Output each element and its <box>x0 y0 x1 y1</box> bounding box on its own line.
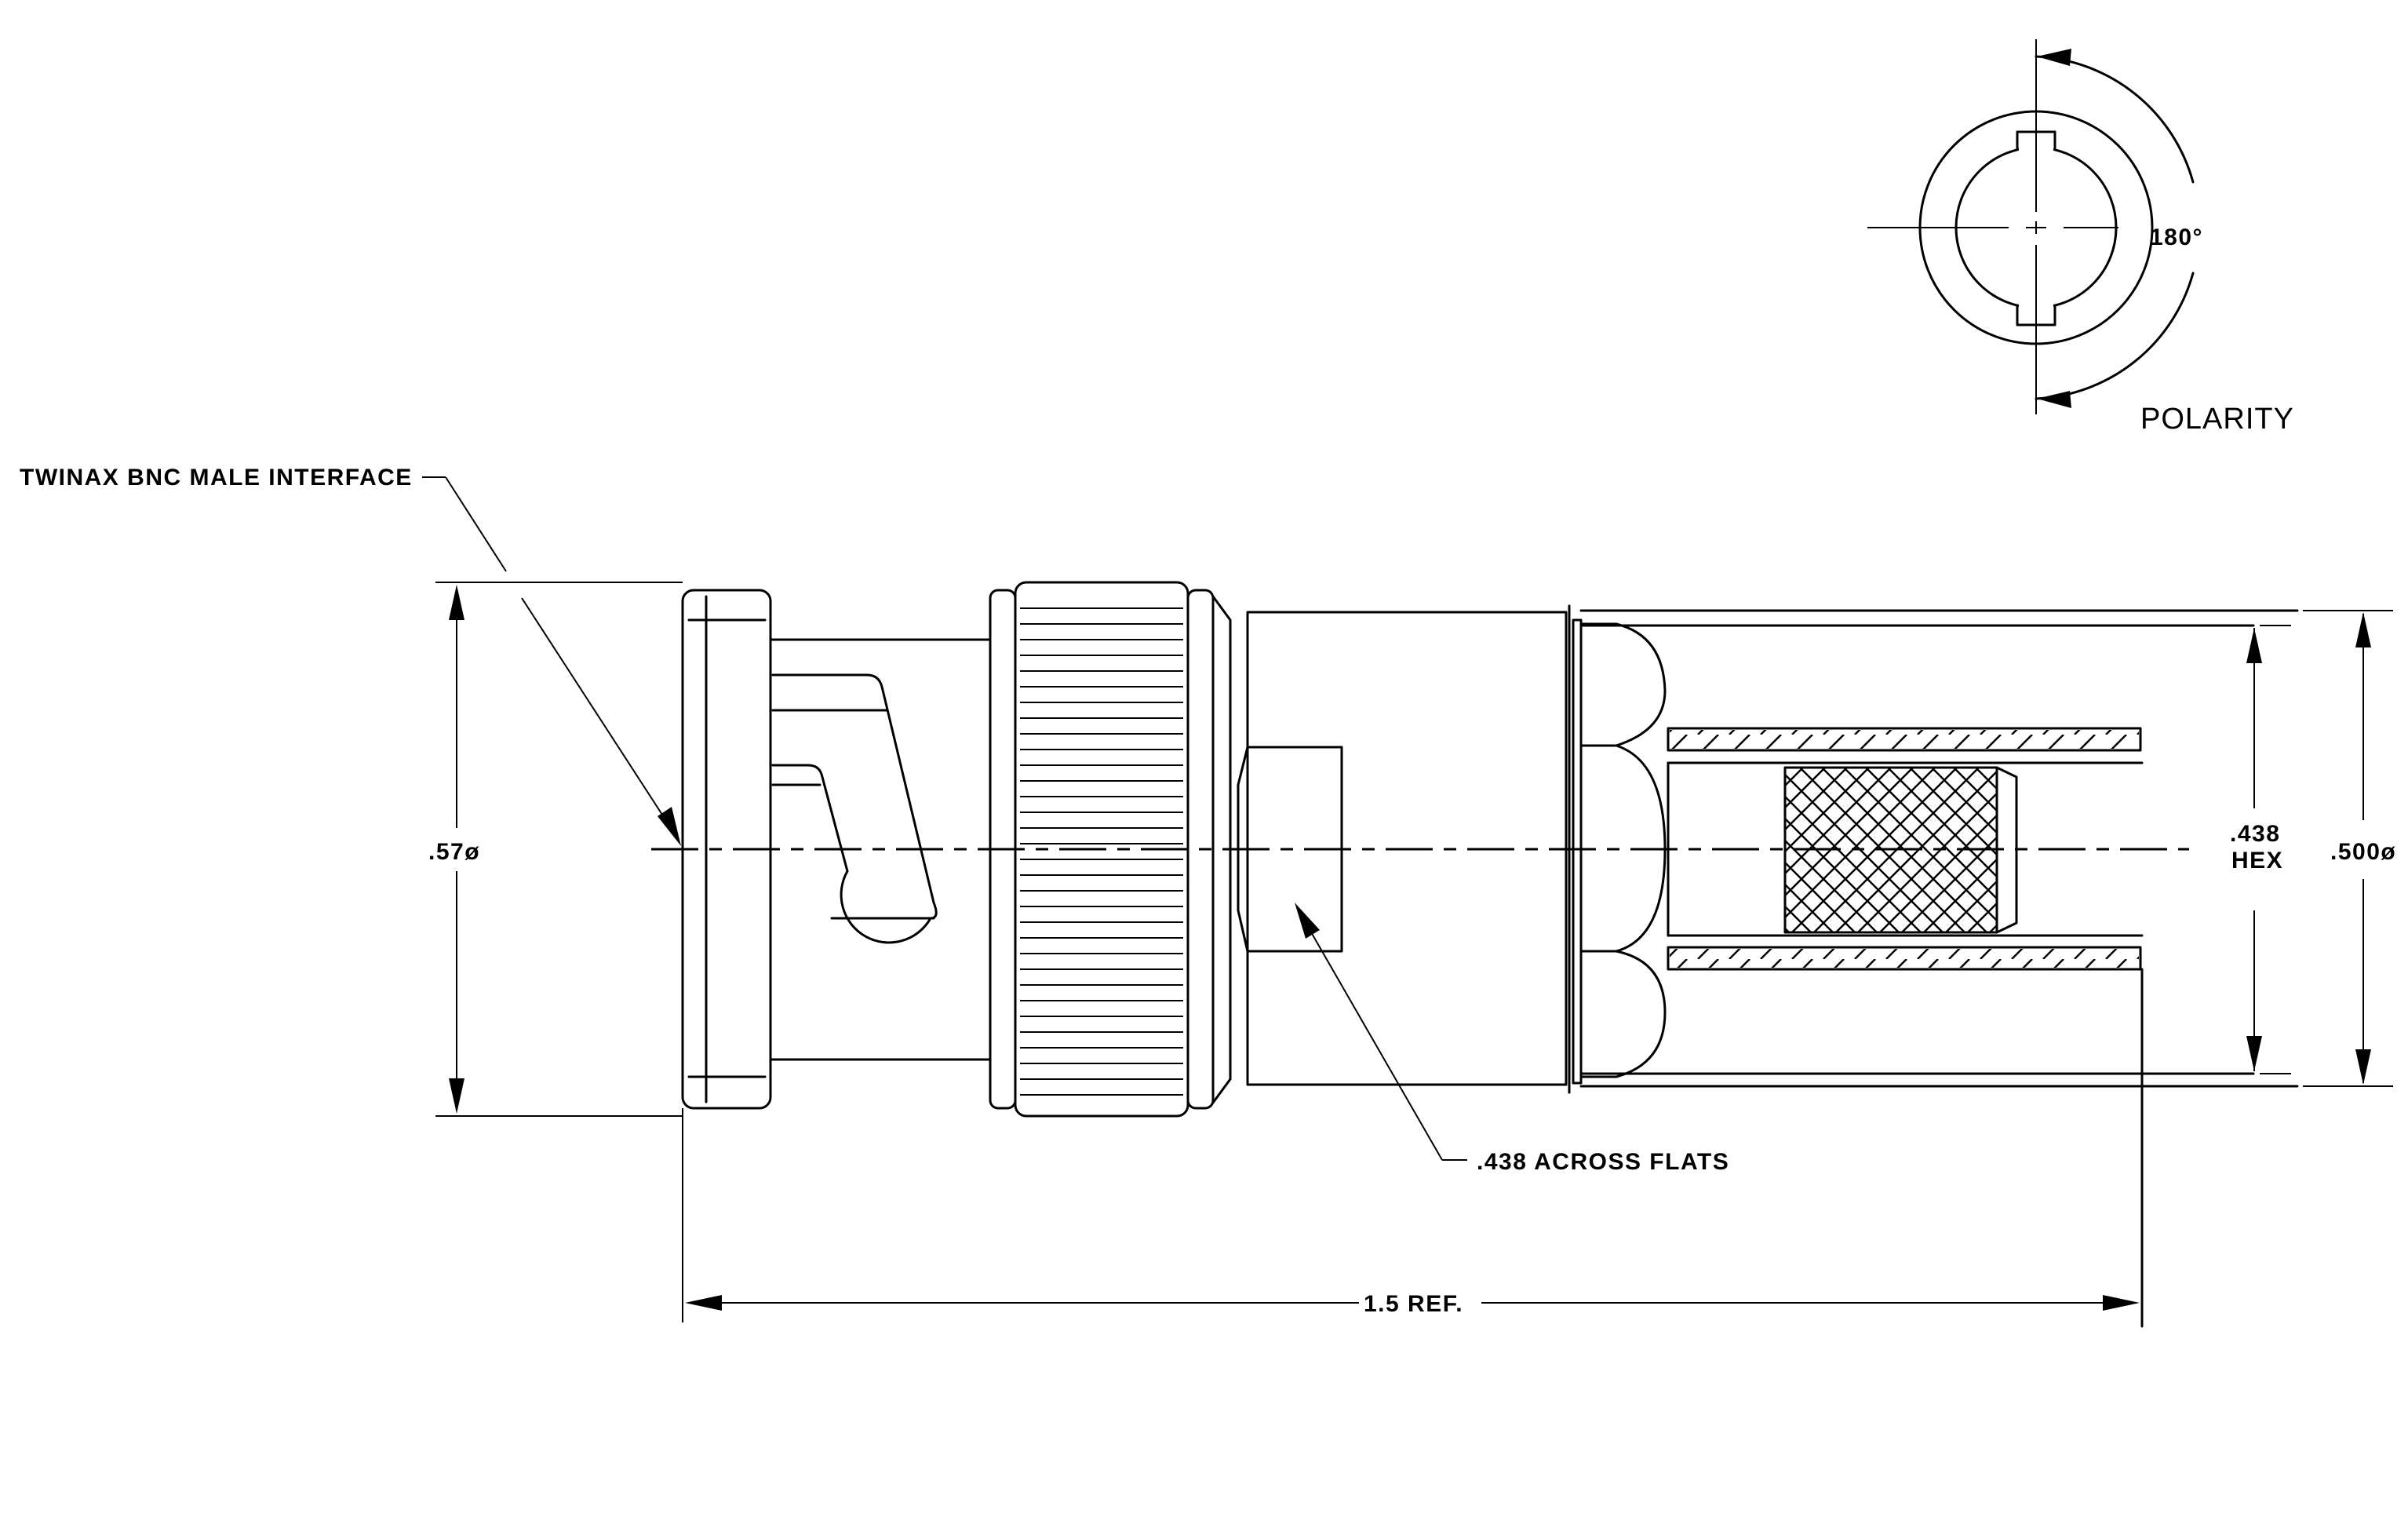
polarity-title: POLARITY <box>2140 403 2294 436</box>
hex-unit-label: HEX <box>2231 848 2283 874</box>
across-flats-label: .438 ACROSS FLATS <box>1477 1149 1729 1175</box>
knurl-lines <box>1020 607 1183 1096</box>
dim-right-label: .500ø <box>2330 839 2396 865</box>
dim-500-dia: .500ø <box>2303 610 2396 1087</box>
leader-across-flats: .438 ACROSS FLATS <box>1295 903 1729 1175</box>
dim-left-label: .57ø <box>428 839 480 865</box>
connector-body <box>681 581 2299 1328</box>
polarity-view: 180° POLARITY <box>1867 39 2294 436</box>
polarity-angle-label: 180° <box>2150 224 2203 250</box>
length-label: 1.5 REF. <box>1364 1291 1463 1317</box>
dim-length-ref: 1.5 REF. <box>682 1108 2140 1322</box>
hex-value-label: .438 <box>2230 821 2280 847</box>
dim-057-dia: .57ø <box>428 582 683 1117</box>
dim-438-hex: .438 HEX <box>2230 625 2291 1074</box>
leader-interface: TWINAX BNC MALE INTERFACE <box>20 465 681 846</box>
interface-label: TWINAX BNC MALE INTERFACE <box>20 465 413 491</box>
